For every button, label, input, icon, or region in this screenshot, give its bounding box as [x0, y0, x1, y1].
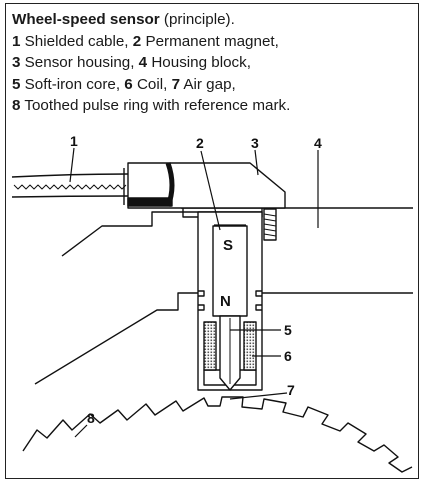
label-soft-iron-core: 5: [284, 322, 292, 338]
label-air-gap: 7: [287, 382, 295, 398]
label-coil: 6: [284, 348, 292, 364]
caption-num: 4: [138, 54, 148, 72]
caption-num: 5: [12, 75, 21, 93]
caption-text: Housing block,: [147, 54, 251, 72]
sensor-housing: [127, 162, 286, 218]
caption-text: Shielded cable,: [20, 32, 133, 50]
housing-block: [34, 207, 413, 385]
coil: [203, 321, 257, 371]
caption-num: 7: [171, 75, 181, 93]
figure-frame: [5, 3, 419, 479]
caption-text: Air gap,: [180, 75, 236, 93]
label-pulse-ring: 8: [87, 410, 95, 426]
caption-num: 3: [12, 54, 21, 72]
leader-lines: [69, 147, 319, 438]
caption-line-4: 8 Toothed pulse ring with reference mark…: [12, 95, 412, 117]
permanent-magnet: [212, 224, 248, 317]
caption-num: 1: [12, 32, 21, 50]
caption-line-2: 3 Sensor housing, 4 Housing block,: [12, 52, 412, 74]
caption-line-1: 1 Shielded cable, 2 Permanent magnet,: [12, 31, 412, 53]
caption-num: 6: [124, 75, 133, 93]
caption-text: Soft-iron core,: [20, 75, 125, 93]
caption-text: Sensor housing,: [20, 54, 139, 72]
caption-text: Coil,: [132, 75, 172, 93]
caption-title-rest: (principle).: [159, 11, 235, 28]
caption-line-3: 5 Soft-iron core, 6 Coil, 7 Air gap,: [12, 74, 412, 96]
caption-title-bold: Wheel-speed sensor: [12, 11, 160, 28]
label-magnet: 2: [196, 135, 204, 151]
caption-title: Wheel-speed sensor (principle).: [12, 9, 412, 31]
magnet-south-pole: S: [223, 237, 233, 254]
label-cable: 1: [70, 133, 78, 149]
label-housing-block: 4: [314, 135, 322, 151]
caption-text: Permanent magnet,: [141, 32, 279, 50]
figure-caption: Wheel-speed sensor (principle). 1 Shield…: [12, 9, 412, 117]
caption-text: Toothed pulse ring with reference mark.: [20, 97, 291, 115]
caption-num: 2: [132, 32, 142, 50]
label-sensor-housing: 3: [251, 135, 259, 151]
toothed-pulse-ring: [22, 396, 413, 473]
caption-num: 8: [12, 97, 21, 115]
soft-iron-core: [219, 315, 241, 391]
magnet-north-pole: N: [220, 293, 231, 310]
mounting-screw: [263, 208, 277, 241]
